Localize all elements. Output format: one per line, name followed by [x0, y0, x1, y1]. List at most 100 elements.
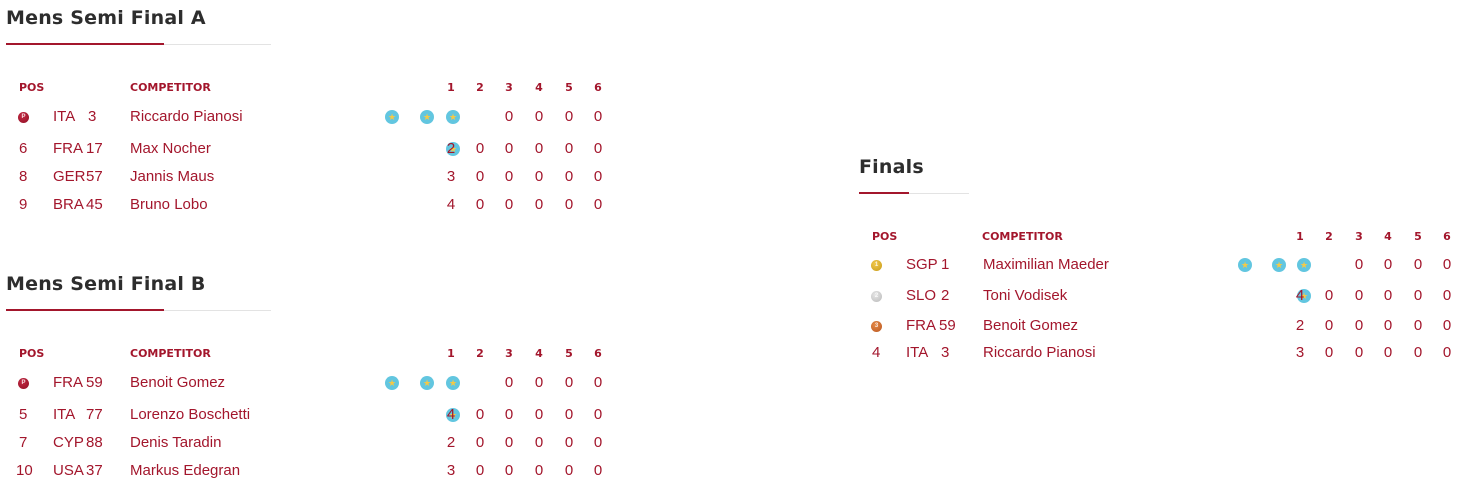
header-competitor: COMPETITOR: [130, 81, 211, 94]
sail-number: 59: [86, 374, 103, 391]
section-title: Finals: [859, 156, 924, 178]
silver-medal-icon: 2: [871, 291, 882, 302]
competitor-name[interactable]: Markus Edegran: [130, 462, 241, 479]
heat-4-score: 0: [1383, 256, 1393, 273]
heat-3-score: 0: [1354, 256, 1364, 273]
header-heat-1: 1: [1296, 230, 1304, 243]
header-heat-4: 4: [1384, 230, 1392, 243]
header-heat-3: 3: [1355, 230, 1363, 243]
heat-6-score: 0: [593, 108, 603, 125]
competitor-name[interactable]: Lorenzo Boschetti: [130, 406, 251, 423]
qualified-medal-icon: P: [18, 378, 29, 389]
heat-5-score: 0: [564, 196, 574, 213]
nation-code: ITA: [53, 108, 76, 125]
nation-code: GER: [53, 168, 86, 185]
heat-4-score: 0: [534, 196, 544, 213]
header-heat-6: 6: [1443, 230, 1451, 243]
header-heat-2: 2: [1325, 230, 1333, 243]
competitor-name[interactable]: Jannis Maus: [130, 168, 215, 185]
heat-5-score: 0: [564, 168, 574, 185]
competitor-name[interactable]: Benoit Gomez: [130, 374, 226, 391]
heat-winner-star-icon: ★: [1272, 258, 1286, 272]
heat-winner-star-icon: ★: [420, 110, 434, 124]
heat-2-score: 0: [1324, 287, 1334, 304]
competitor-name[interactable]: Riccardo Pianosi: [983, 344, 1096, 361]
heat-winner-star-icon: ★: [446, 110, 460, 124]
heat-winner-star-icon: ★: [1297, 258, 1311, 272]
header-heat-1: 1: [447, 81, 455, 94]
header-heat-5: 5: [565, 81, 573, 94]
header-heat-5: 5: [1414, 230, 1422, 243]
gold-medal-icon: 1: [871, 260, 882, 271]
heat-2-score: 0: [475, 406, 485, 423]
heat-4-score: 0: [534, 168, 544, 185]
table-header: POS COMPETITOR 1 2 3 4 5 6: [859, 228, 1464, 246]
section-mens-semi-final-b: Mens Semi Final B POS COMPETITOR 1 2 3 4…: [6, 272, 616, 481]
competitor-name[interactable]: Toni Vodisek: [983, 287, 1068, 304]
section-title: Mens Semi Final A: [6, 7, 206, 29]
competitor-name[interactable]: Benoit Gomez: [983, 317, 1079, 334]
sail-number: 59: [939, 317, 956, 334]
heat-3-score: 0: [504, 406, 514, 423]
header-heat-5: 5: [565, 347, 573, 360]
position: 6: [19, 140, 28, 157]
table-header: POS COMPETITOR 1 2 3 4 5 6: [6, 79, 616, 97]
position: 5: [19, 406, 28, 423]
nation-code: FRA: [53, 140, 83, 157]
heat-3-score: 0: [504, 140, 514, 157]
heat-6-score: 0: [593, 168, 603, 185]
heat-6-score: 0: [1442, 287, 1452, 304]
competitor-name[interactable]: Bruno Lobo: [130, 196, 208, 213]
heat-6-score: 0: [1442, 317, 1452, 334]
header-heat-4: 4: [535, 347, 543, 360]
heat-2-score: 0: [1324, 317, 1334, 334]
nation-code: BRA: [53, 196, 84, 213]
competitor-name[interactable]: Max Nocher: [130, 140, 211, 157]
heat-3-score: 0: [1354, 287, 1364, 304]
heat-3-score: 0: [1354, 317, 1364, 334]
sail-number: 17: [86, 140, 103, 157]
heat-5-score: 0: [1413, 344, 1423, 361]
heat-winner-star-icon: ★: [1238, 258, 1252, 272]
header-heat-4: 4: [535, 81, 543, 94]
heat-3-score: 0: [504, 374, 514, 391]
title-underline: [6, 309, 271, 311]
heat-6-score: 0: [1442, 344, 1452, 361]
header-heat-1: 1: [447, 347, 455, 360]
title-underline: [859, 192, 969, 194]
header-pos: POS: [19, 347, 45, 360]
heat-2-score: 0: [475, 140, 485, 157]
heat-4-score: 0: [1383, 344, 1393, 361]
header-heat-6: 6: [594, 81, 602, 94]
heat-winner-star-icon: ★: [385, 376, 399, 390]
heat-5-score: 0: [1413, 256, 1423, 273]
sail-number: 77: [86, 406, 103, 423]
header-competitor: COMPETITOR: [130, 347, 211, 360]
section-mens-semi-final-a: Mens Semi Final A POS COMPETITOR 1 2 3 4…: [6, 6, 616, 215]
heat-4-score: 0: [534, 108, 544, 125]
heat-3-score: 0: [504, 168, 514, 185]
section-title: Mens Semi Final B: [6, 273, 206, 295]
heat-1-score: 3: [446, 462, 456, 479]
competitor-name[interactable]: Riccardo Pianosi: [130, 108, 243, 125]
heat-6-score: 0: [593, 374, 603, 391]
header-heat-3: 3: [505, 347, 513, 360]
nation-code: CYP: [53, 434, 84, 451]
competitor-name[interactable]: Denis Taradin: [130, 434, 222, 451]
heat-4-score: 0: [534, 374, 544, 391]
heat-winner-star-icon: ★: [446, 376, 460, 390]
competitor-name[interactable]: Maximilian Maeder: [983, 256, 1109, 273]
heat-1-score: 3: [1295, 344, 1305, 361]
heat-5-score: 0: [564, 434, 574, 451]
heat-6-score: 0: [593, 434, 603, 451]
heat-4-score: 0: [534, 434, 544, 451]
